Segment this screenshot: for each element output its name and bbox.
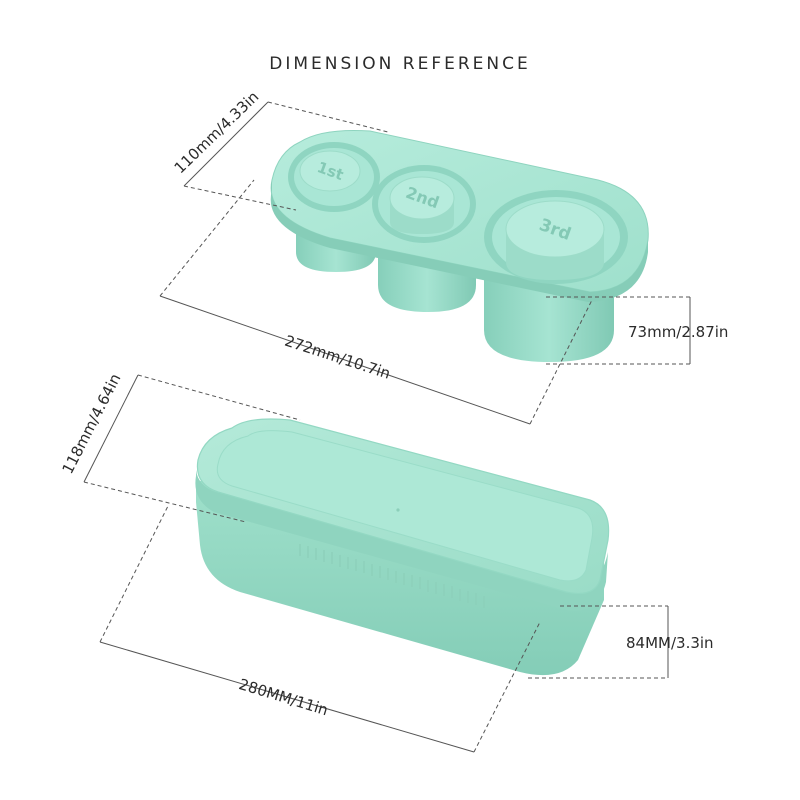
container-length-label: 280MM/11in [237, 675, 331, 719]
tray-cavity-3 [484, 190, 628, 284]
ice-tray: 1st 2nd 3rd [270, 130, 649, 362]
tray-height-label: 73mm/2.87in [628, 323, 728, 341]
storage-container [195, 418, 610, 676]
tray-cavity-2 [372, 165, 476, 243]
tray-width-label: 110mm/4.33in [171, 88, 263, 177]
dimension-lines [83, 101, 691, 753]
container-lid-ribs [299, 544, 485, 608]
container-height-label: 84MM/3.3in [626, 634, 714, 652]
container-lid-panel [216, 430, 594, 582]
tray-cavity-1 [288, 142, 380, 212]
container-lid-skirt [195, 470, 608, 611]
page-title: DIMENSION REFERENCE [269, 54, 531, 74]
tray-length-label: 272mm/10.7in [282, 332, 392, 383]
container-width-label: 118mm/4.64in [59, 371, 125, 477]
